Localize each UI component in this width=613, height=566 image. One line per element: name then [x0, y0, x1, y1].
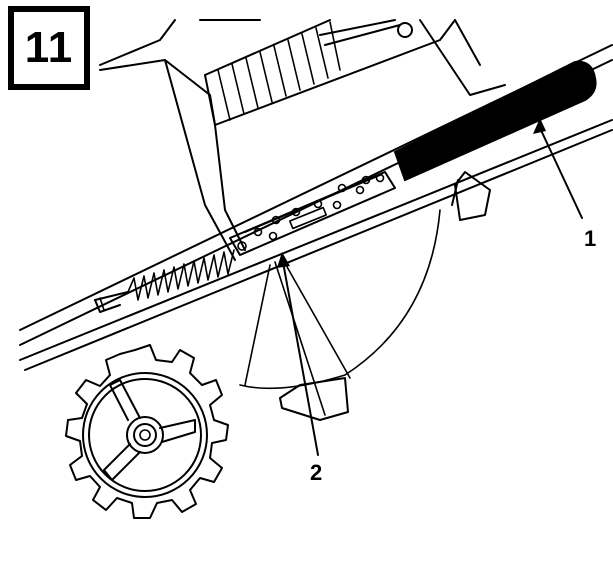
handle-grip: [393, 60, 597, 182]
callout-label-2: 2: [310, 460, 323, 485]
callout-leaders: [277, 118, 583, 456]
callout-label-1: 1: [584, 226, 597, 251]
handle-bracket: [451, 171, 491, 221]
figure-number: 11: [24, 23, 74, 72]
handle-travel-arcs: [239, 209, 441, 421]
coil-spring: [94, 249, 235, 313]
rear-wheel: [65, 344, 229, 519]
engine-vent: [204, 19, 341, 126]
figure-number-badge: 11: [8, 6, 90, 90]
arrowhead-1: [533, 118, 546, 134]
adjustment-plate: [229, 171, 396, 256]
arrowhead-2: [277, 252, 290, 268]
